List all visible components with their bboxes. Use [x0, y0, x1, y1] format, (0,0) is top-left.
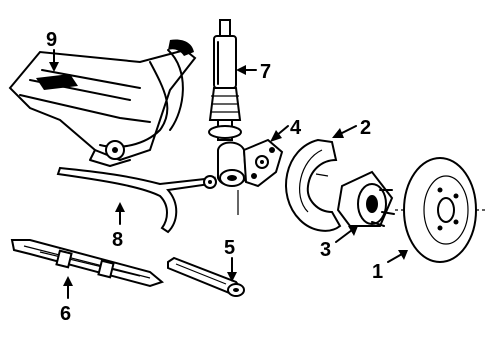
splash-shield [285, 138, 342, 232]
callout-3: 3 [320, 239, 331, 261]
callout-6: 6 [60, 303, 71, 325]
knuckle-bushing [217, 141, 248, 215]
callout-5: 5 [224, 237, 235, 259]
knuckle-bracket [242, 138, 284, 188]
shock-absorber [208, 19, 242, 141]
control-link [167, 256, 245, 297]
callout-1: 1 [372, 261, 383, 283]
hub-bearing [336, 170, 395, 227]
callout-8: 8 [112, 229, 123, 251]
brake-rotor [392, 157, 488, 263]
rear-axle-frame [8, 39, 197, 167]
callout-9: 9 [46, 29, 57, 51]
leader-lines [49, 49, 408, 299]
leaf-spring [10, 239, 165, 288]
callout-7: 7 [260, 61, 271, 83]
callout-4: 4 [290, 117, 302, 139]
callout-2: 2 [360, 117, 371, 139]
stabilizer-bar [56, 166, 217, 234]
